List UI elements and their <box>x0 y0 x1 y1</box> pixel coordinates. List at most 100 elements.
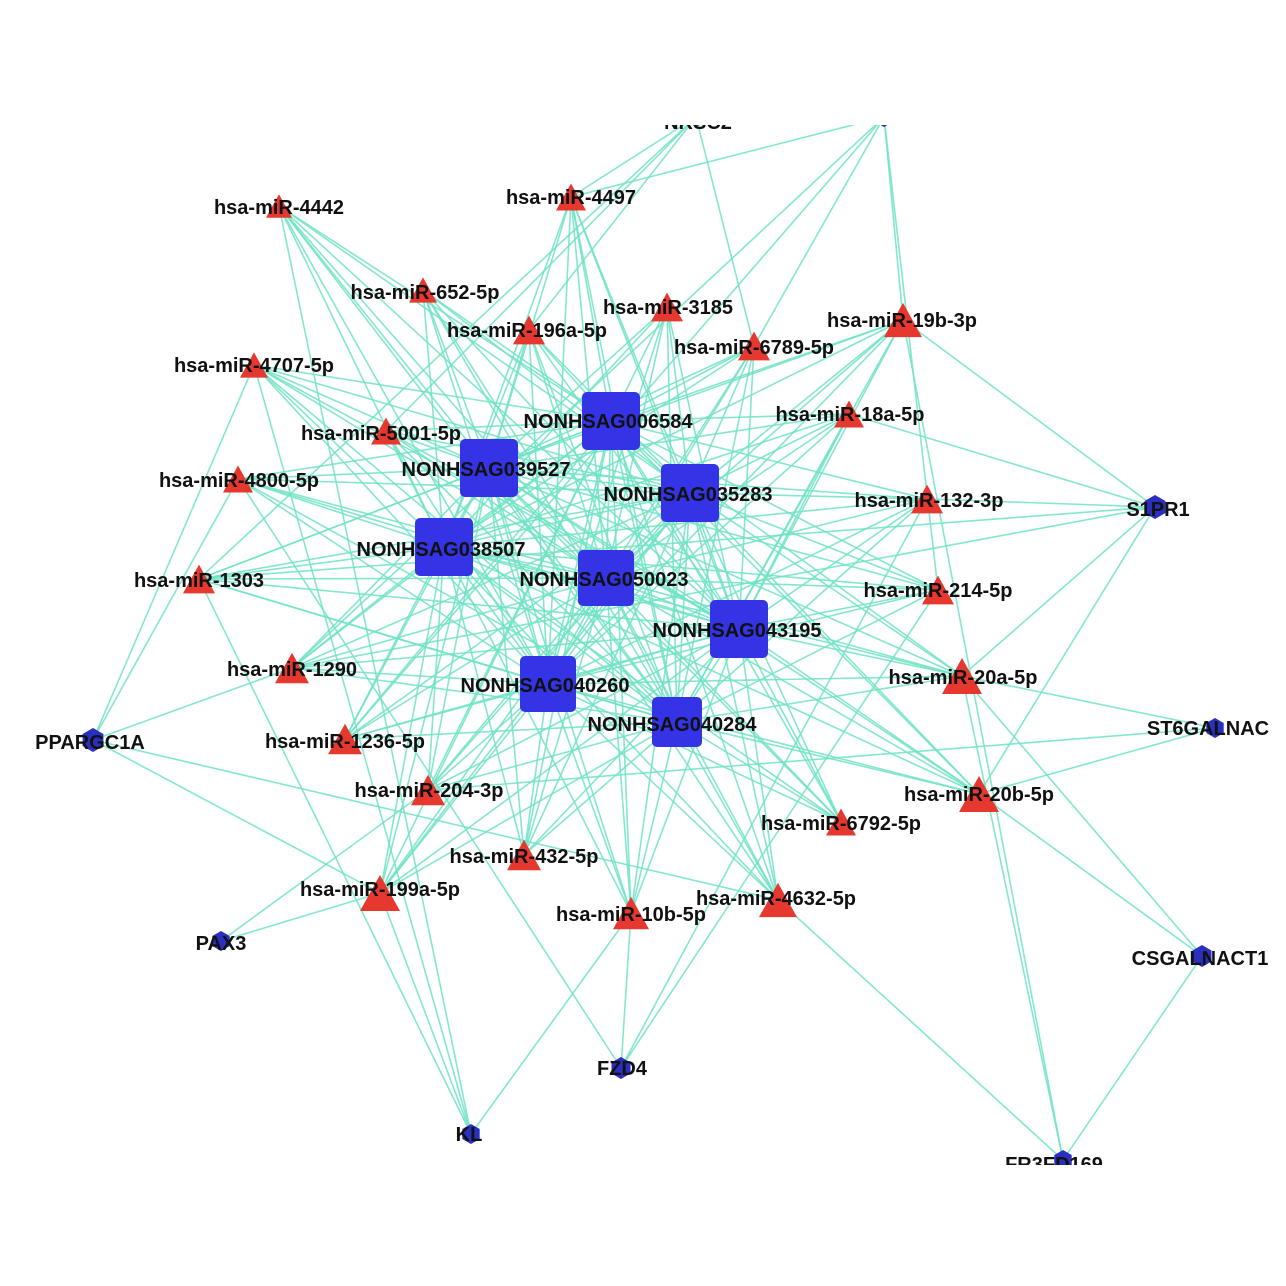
mirna-mrna-edge <box>198 125 689 580</box>
mirna-node-triangle[interactable] <box>411 774 445 806</box>
mrna-node-hexagon[interactable] <box>1144 495 1166 519</box>
lncrna-node-square[interactable] <box>520 656 576 712</box>
mrna-node-hexagon[interactable] <box>687 107 704 127</box>
mirna-mrna-edge <box>385 125 690 432</box>
mrna-node-label: PPARGC1A <box>35 732 145 754</box>
mrna-node-hexagon[interactable] <box>462 1124 480 1144</box>
lncrna-mirna-edge <box>422 289 691 494</box>
lncrna-lncrna-edge <box>547 628 740 685</box>
mirna-node-triangle[interactable] <box>409 277 437 303</box>
lncrna-mirna-edge <box>278 205 445 548</box>
lncrna-mirna-edge <box>443 329 530 548</box>
lncrna-mirna-edge <box>547 306 668 685</box>
lncrna-node-square[interactable] <box>582 392 640 450</box>
mirna-node-label: hsa-miR-432-5p <box>450 846 599 868</box>
mirna-mrna-edge <box>620 912 632 1069</box>
mrna-node-label: ST6GALNAC <box>1147 718 1269 740</box>
lncrna-mirna-edge <box>379 721 678 894</box>
mirna-node-triangle[interactable] <box>922 575 954 605</box>
mirna-mrna-edge <box>92 667 293 741</box>
mirna-node-triangle[interactable] <box>240 352 268 378</box>
lncrna-node-square[interactable] <box>710 600 768 658</box>
mirna-node-triangle[interactable] <box>738 331 770 361</box>
mirna-mrna-edge <box>291 506 1156 669</box>
lncrna-mirna-edge <box>605 577 939 591</box>
mrna-node-hexagon[interactable] <box>212 931 230 951</box>
mirna-node-triangle[interactable] <box>759 882 797 918</box>
mrna-node-hexagon[interactable] <box>1054 1150 1072 1170</box>
lncrna-mirna-edge <box>237 420 612 480</box>
lncrna-mirna-edge <box>278 205 607 579</box>
lncrna-mirna-edge <box>676 721 842 823</box>
mirna-mrna-edge <box>926 498 1156 508</box>
mrna-node-hexagon[interactable] <box>82 728 104 752</box>
mirna-node-triangle[interactable] <box>266 194 292 218</box>
lncrna-mirna-edge <box>422 289 678 723</box>
mirna-node-triangle[interactable] <box>328 723 362 755</box>
lncrna-node-square[interactable] <box>578 550 634 606</box>
mirna-mrna-edge <box>620 589 939 1069</box>
lncrna-node-label: NONHSAG038507 <box>357 539 526 561</box>
lncrna-mirna-edge <box>198 546 445 580</box>
lncrna-mirna-edge <box>666 306 691 494</box>
lncrna-mirna-edge <box>443 546 963 677</box>
lncrna-mirna-edge <box>278 205 740 630</box>
mirna-node-triangle[interactable] <box>360 875 400 911</box>
mirna-node-triangle[interactable] <box>223 465 253 493</box>
lncrna-mirna-edge <box>422 289 740 630</box>
mrna-node-hexagon[interactable] <box>1206 718 1224 738</box>
mirna-node-triangle[interactable] <box>884 302 922 338</box>
mirna-mrna-edge <box>697 125 755 347</box>
lncrna-lncrna-edge <box>488 467 691 494</box>
lncrna-mirna-edge <box>630 628 740 914</box>
lncrna-node-square[interactable] <box>460 439 518 497</box>
mrna-node-hexagon[interactable] <box>875 107 892 127</box>
lncrna-mirna-edge <box>488 467 842 823</box>
lncrna-mirna-edge <box>605 577 632 914</box>
lncrna-mirna-edge <box>237 478 549 685</box>
lncrna-node-square[interactable] <box>415 518 473 576</box>
mirna-node-label: hsa-miR-4707-5p <box>174 355 334 377</box>
mirna-node-triangle[interactable] <box>371 417 401 445</box>
lncrna-mirna-edge <box>422 289 607 579</box>
lncrna-mirna-edge <box>379 420 612 894</box>
mirna-node-triangle[interactable] <box>651 292 683 322</box>
lncrna-node-label: NONHSAG043195 <box>653 620 822 642</box>
mirna-node-triangle[interactable] <box>911 484 943 514</box>
lncrna-mirna-edge <box>427 721 678 791</box>
mirna-node-triangle[interactable] <box>942 658 982 694</box>
lncrna-mirna-edge <box>427 546 445 791</box>
mirna-node-label: hsa-miR-4497 <box>506 187 636 209</box>
mirna-mrna-edge <box>961 675 1216 729</box>
lncrna-node-square[interactable] <box>661 464 719 522</box>
mirna-mrna-edge <box>470 912 632 1135</box>
lncrna-node-square[interactable] <box>652 697 702 747</box>
lncrna-mirna-edge <box>528 329 549 685</box>
mirna-mrna-edge <box>92 478 239 741</box>
mirna-node-triangle[interactable] <box>275 652 309 684</box>
mirna-node-triangle[interactable] <box>834 400 864 428</box>
lncrna-mirna-edge <box>443 546 632 914</box>
lncrna-mirna-edge <box>344 721 678 740</box>
mirna-node-triangle[interactable] <box>826 808 856 836</box>
mirna-mrna-edge <box>92 364 255 741</box>
mirna-node-triangle[interactable] <box>507 839 541 871</box>
lncrna-mirna-edge <box>689 492 963 677</box>
mirna-node-label: hsa-miR-1290 <box>227 659 357 681</box>
mirna-node-triangle[interactable] <box>613 896 649 930</box>
lncrna-mirna-edge <box>523 721 678 856</box>
mirna-node-triangle[interactable] <box>183 564 215 594</box>
mirna-mrna-edge <box>848 413 1156 508</box>
mrna-node-hexagon[interactable] <box>611 1057 631 1079</box>
mirna-node-triangle[interactable] <box>959 776 999 812</box>
mirna-node-triangle[interactable] <box>556 183 586 211</box>
mrna-node-hexagon[interactable] <box>1192 945 1212 967</box>
lncrna-mirna-edge <box>738 628 963 677</box>
lncrna-mirna-edge <box>605 577 842 823</box>
lncrna-mirna-edge <box>610 420 779 901</box>
mirna-node-triangle[interactable] <box>513 315 545 345</box>
mirna-node-label: hsa-miR-19b-3p <box>827 310 977 332</box>
mirna-node-label: hsa-miR-5001-5p <box>301 423 461 445</box>
mirna-mrna-edge <box>570 125 685 198</box>
